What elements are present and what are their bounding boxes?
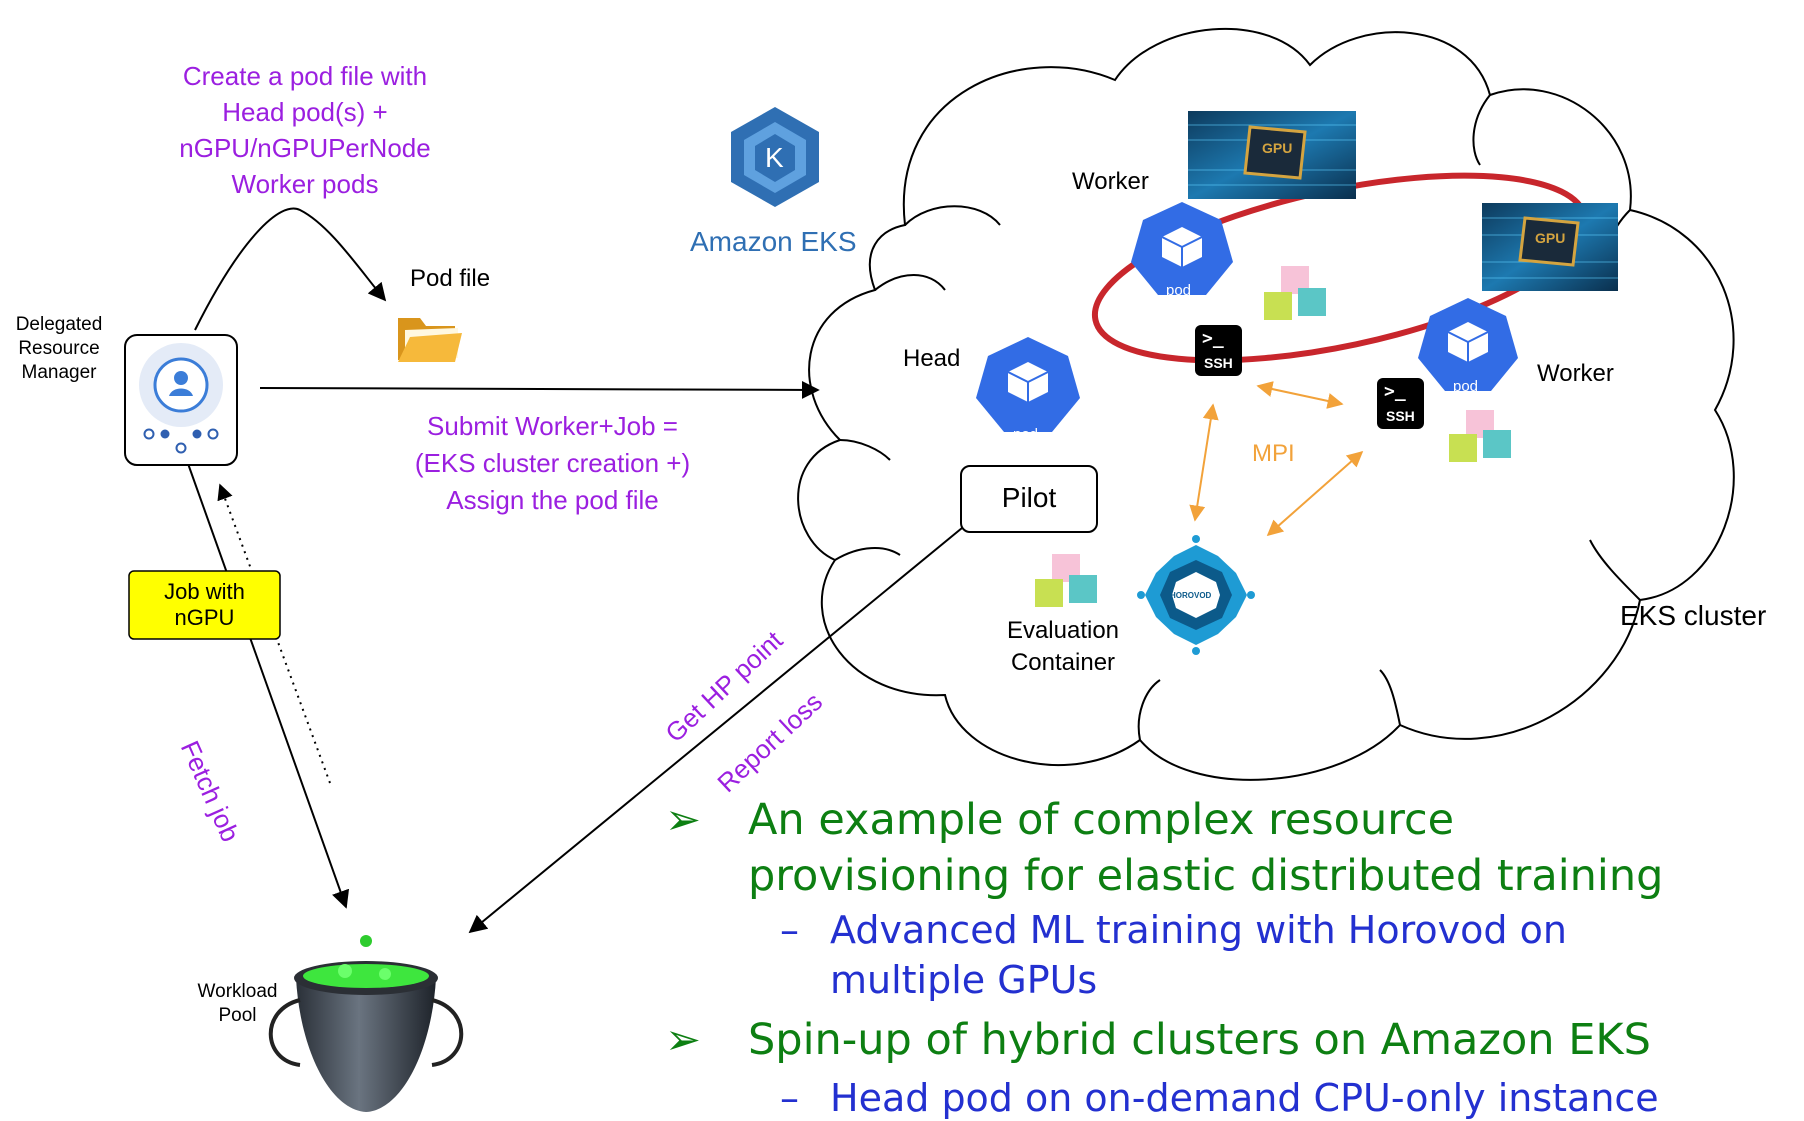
job-line-1: Job with — [164, 579, 245, 604]
submit-line-3: Assign the pod file — [446, 485, 659, 515]
worker-pod-1-text: pod — [1166, 282, 1192, 299]
horovod-logo-icon — [1137, 535, 1255, 655]
pod-file-label: Pod file — [410, 265, 491, 292]
bullet-3-line-1: Spin-up of hybrid clusters on Amazon EKS — [748, 1015, 1651, 1065]
create-pod-line-4: Worker pods — [231, 169, 379, 199]
bullet-4-marker: – — [780, 1076, 799, 1120]
horovod-text: HOROVOD — [1170, 591, 1212, 600]
ssh-terminal-2-icon — [1377, 378, 1424, 429]
bullet-1-marker: ➢ — [665, 795, 702, 845]
bullet-2-marker: – — [780, 908, 799, 952]
workload-pool-label: Workload Pool — [180, 980, 295, 1028]
drm-label: Delegated Resource Manager — [0, 313, 118, 385]
create-pod-line-1: Create a pod file with — [182, 61, 428, 91]
gpu-label-2: GPU — [1535, 230, 1566, 246]
ssh-terminal-1-icon — [1195, 325, 1242, 376]
amazon-eks-logo-icon — [731, 107, 819, 207]
fetch-job-arrow — [185, 457, 350, 909]
create-pod-line-2: Head pod(s) + — [222, 97, 388, 127]
container-cubes-2-icon — [1449, 410, 1511, 462]
ssh-1-prompt: >_ — [1202, 328, 1224, 349]
job-line-2: nGPU — [174, 605, 235, 630]
evaluation-line-2: Container — [1010, 649, 1116, 676]
job-label: Job with nGPU — [129, 579, 280, 631]
worker-pod-2-text: pod — [1453, 378, 1479, 395]
head-label: Head — [903, 345, 961, 372]
gpu-chip-image-1 — [1188, 111, 1356, 199]
pilot-pool-arrow — [468, 527, 963, 934]
submit-line-2: (EKS cluster creation +) — [414, 448, 691, 478]
drm-line-2: Resource — [18, 338, 100, 359]
create-pod-arrow — [194, 207, 387, 331]
bullet-4-line-1: Head pod on on-demand CPU-only instance — [830, 1076, 1659, 1120]
gpu-chip-image-2 — [1482, 203, 1618, 291]
amazon-eks-label: Amazon EKS — [690, 226, 857, 257]
bullet-2-line-1: Advanced ML training with Horovod on — [830, 908, 1567, 952]
create-pod-note: Create a pod file with Head pod(s) + nGP… — [140, 58, 470, 202]
pilot-box: Pilot — [960, 465, 1098, 533]
drm-line-3: Manager — [21, 362, 97, 383]
mpi-label: MPI — [1252, 440, 1295, 467]
user-network-icon — [139, 343, 223, 454]
head-pod-icon — [976, 337, 1080, 432]
ssh-2-text: SSH — [1386, 408, 1415, 424]
evaluation-container-label: Evaluation Container — [983, 615, 1143, 679]
head-pod-text: pod — [1013, 426, 1039, 443]
worker-label-2: Worker — [1537, 360, 1614, 387]
drm-line-1: Delegated — [15, 314, 103, 335]
evaluation-line-1: Evaluation — [1006, 617, 1120, 644]
submit-note: Submit Worker+Job = (EKS cluster creatio… — [370, 408, 735, 519]
workload-line-1: Workload — [197, 981, 278, 1002]
eks-logo-k: K — [765, 142, 784, 173]
ssh-1-text: SSH — [1204, 355, 1233, 371]
bullet-2-line-2: multiple GPUs — [830, 958, 1098, 1002]
submit-arrow — [259, 380, 820, 399]
bullet-1-line-1: An example of complex resource — [748, 795, 1455, 845]
worker-label-1: Worker — [1072, 168, 1149, 195]
workload-line-2: Pool — [218, 1005, 257, 1026]
eks-cluster-label: EKS cluster — [1620, 600, 1767, 631]
cauldron-icon — [268, 935, 464, 1112]
job-box — [128, 570, 281, 640]
bullet-1-line-2: provisioning for elastic distributed tra… — [748, 851, 1664, 901]
worker-pod-1-icon — [1131, 202, 1233, 295]
ssh-2-prompt: >_ — [1384, 381, 1406, 402]
submit-line-1: Submit Worker+Job = — [427, 411, 678, 441]
gpu-label-1: GPU — [1262, 140, 1293, 156]
folder-icon — [398, 318, 462, 362]
container-cubes-1-icon — [1264, 266, 1326, 320]
worker-pod-2-icon — [1418, 298, 1518, 391]
create-pod-line-3: nGPU/nGPUPerNode — [179, 133, 431, 163]
bullet-3-marker: ➢ — [665, 1015, 702, 1065]
container-cubes-3-icon — [1035, 554, 1097, 607]
